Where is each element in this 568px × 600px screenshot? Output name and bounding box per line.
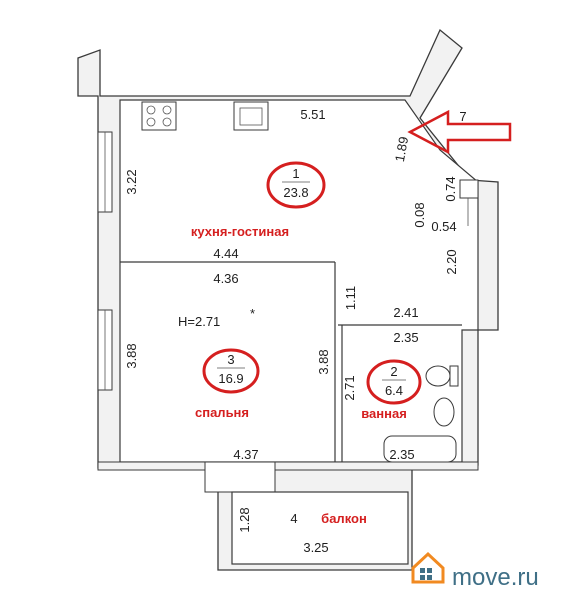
room-1-name: кухня-гостиная <box>191 224 289 239</box>
room-2-name: ванная <box>361 406 407 421</box>
sink-icon <box>233 101 269 131</box>
burner <box>162 117 172 127</box>
room-3-number: 3 <box>227 352 234 367</box>
room-2-number: 2 <box>390 364 397 379</box>
inner-floor <box>119 99 479 463</box>
room-2-area: 6.4 <box>385 383 403 398</box>
dim-bedroom-left: 3.88 <box>124 343 139 368</box>
room-2-circle <box>366 359 422 405</box>
toilet-icon <box>425 365 451 387</box>
house-window <box>420 568 425 573</box>
dim-partition-short: 1.11 <box>343 286 358 310</box>
dim-bath-left: 2.71 <box>342 375 357 400</box>
dim-corridor: 2.20 <box>444 249 459 274</box>
dim-kitchen-left: 3.22 <box>124 169 139 194</box>
sink-basin <box>239 107 263 126</box>
dim-entry-b: 0.08 <box>412 202 427 227</box>
dim-entry-a: 0.74 <box>443 176 458 201</box>
room-1-circle <box>266 161 326 209</box>
room-3-name: спальня <box>195 405 249 420</box>
entry-arrow <box>407 109 512 155</box>
toilet-tank <box>449 365 459 387</box>
bottom-wall <box>97 461 479 471</box>
washbasin-icon <box>433 397 455 427</box>
stove-icon <box>141 101 177 131</box>
burner <box>146 117 156 127</box>
dim-kitchen-top: 5.51 <box>300 107 325 122</box>
balcony-door <box>204 461 276 493</box>
ceiling-mark: * <box>250 306 255 321</box>
watermark-text: move.ru <box>452 564 539 591</box>
dim-bedroom-bottom: 4.37 <box>233 447 258 462</box>
room-1-number: 1 <box>292 166 299 181</box>
watermark-logo: move.ru <box>411 551 539 591</box>
bathtub-icon <box>383 435 457 463</box>
house-icon <box>411 551 445 584</box>
ceiling-height: H=2.71 <box>178 314 220 329</box>
burner <box>162 105 172 115</box>
room-4-number: 4 <box>290 511 297 526</box>
dim-entry-mark: 7 <box>459 109 466 124</box>
room-4-name: балкон <box>321 511 367 526</box>
burner <box>146 105 156 115</box>
dim-bedroom-top-outer: 4.44 <box>213 246 238 261</box>
dim-entry-c: 0.54 <box>431 219 456 234</box>
balcony-area <box>231 491 409 565</box>
dim-bedroom-right: 3.88 <box>316 349 331 374</box>
dim-balcony-side: 1.28 <box>237 507 252 532</box>
dim-bath-top-outer: 2.41 <box>393 305 418 320</box>
dim-bath-bottom: 2.35 <box>389 447 414 462</box>
house-window <box>427 575 432 580</box>
dim-bedroom-top-inner: 4.36 <box>213 271 238 286</box>
room-3-circle <box>202 348 260 394</box>
house-window <box>427 568 432 573</box>
house-window <box>420 575 425 580</box>
entry-door <box>459 179 479 199</box>
room-1-area: 23.8 <box>283 185 308 200</box>
room-3-area: 16.9 <box>218 371 243 386</box>
dim-balcony-bottom: 3.25 <box>303 540 328 555</box>
dim-bath-top-inner: 2.35 <box>393 330 418 345</box>
dim-entry-diag: 1.89 <box>392 135 411 163</box>
